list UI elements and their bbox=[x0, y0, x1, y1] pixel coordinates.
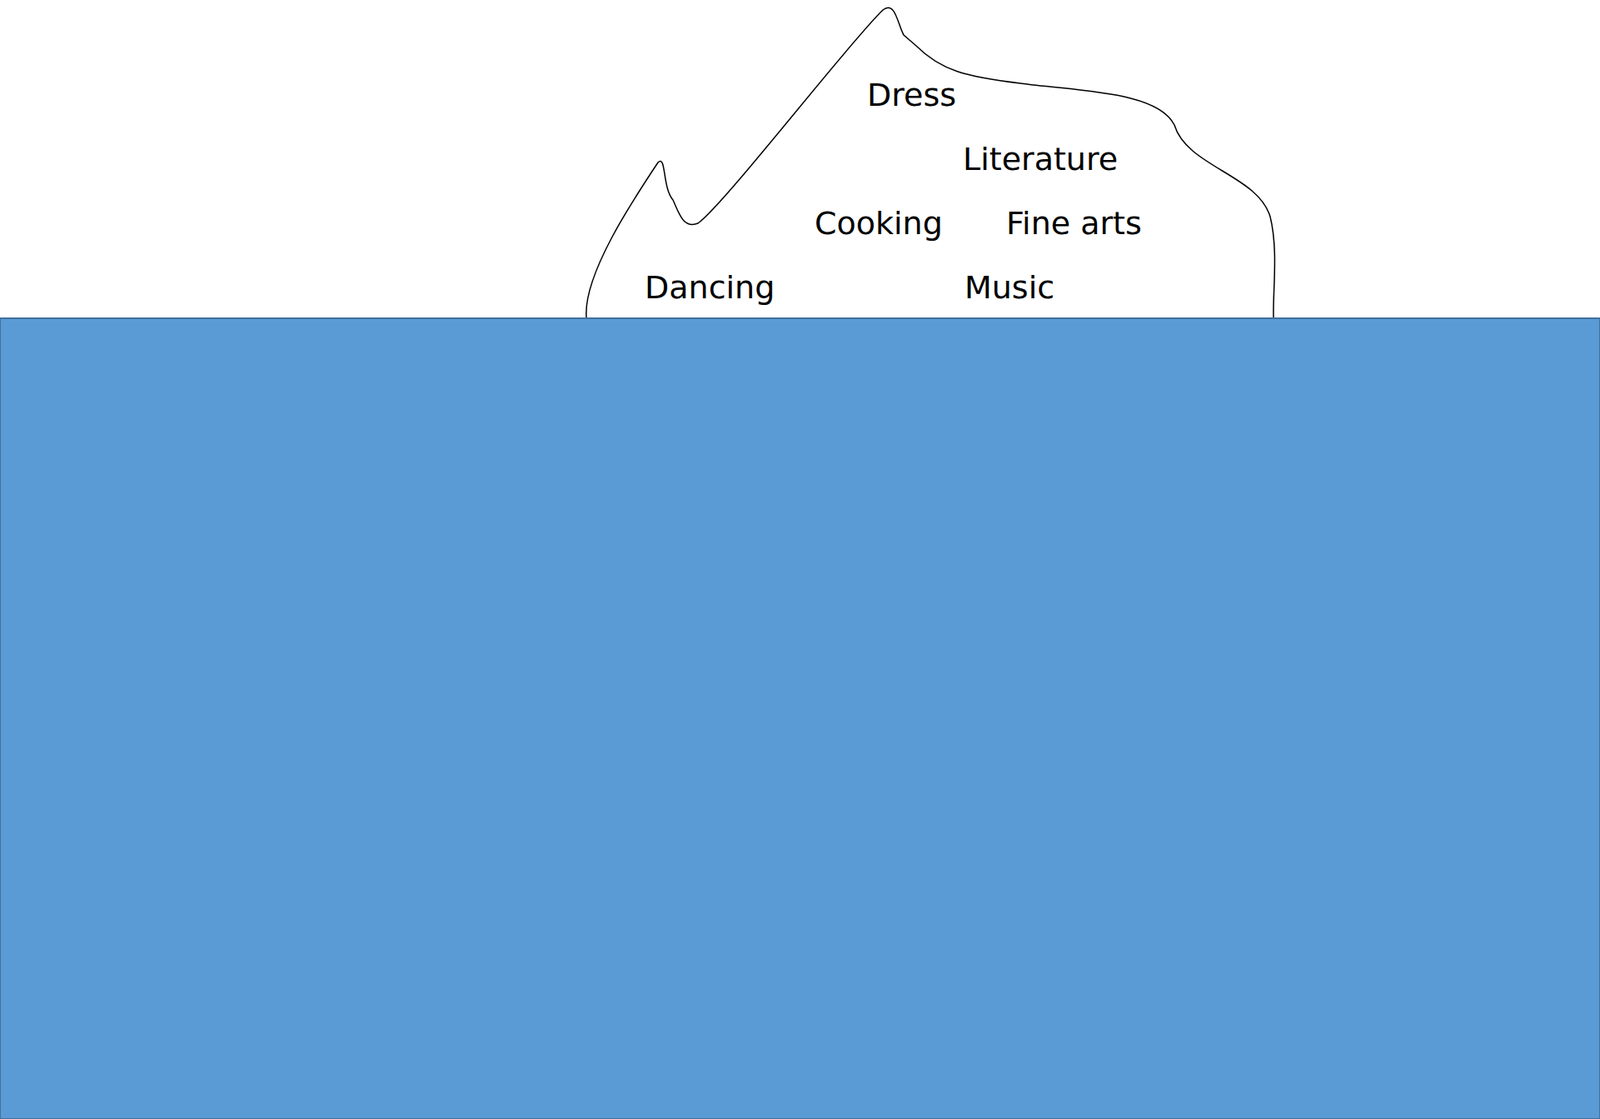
culture-item: Cooking bbox=[814, 204, 943, 242]
culture-item: Music bbox=[964, 269, 1055, 306]
iceberg-path bbox=[586, 7, 1276, 318]
culture-item: Dress bbox=[867, 76, 957, 114]
iceberg-shape: DressLiteratureCooking Fine artsDancing Mu… bbox=[586, 0, 1275, 319]
culture-item: Dancing bbox=[644, 269, 775, 306]
culture-item: Literature bbox=[962, 140, 1118, 178]
culture-item: Fine arts bbox=[1006, 204, 1142, 242]
water-rect bbox=[0, 318, 1600, 1119]
